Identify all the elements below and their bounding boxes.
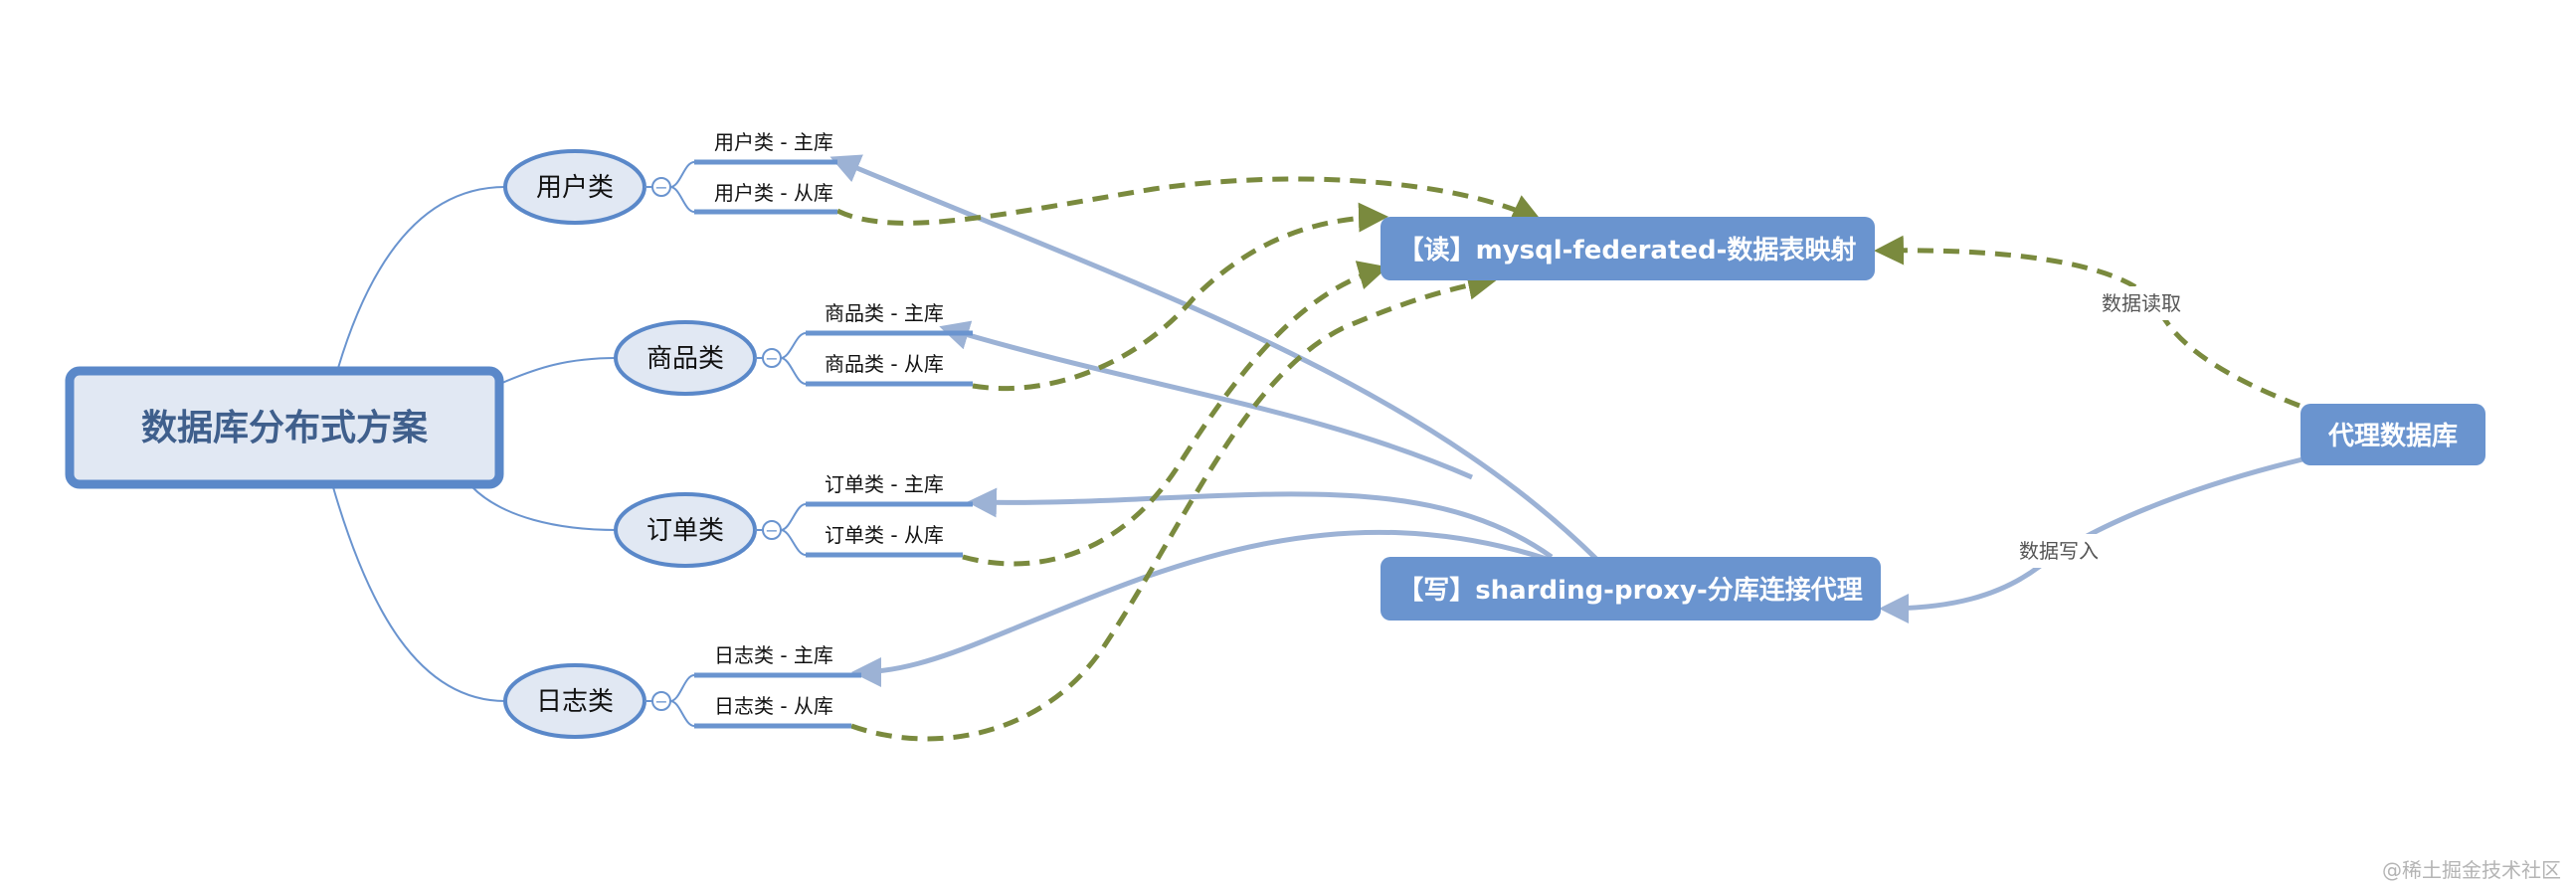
leaf-label-orders-slave: 订单类 - 从库	[825, 523, 944, 547]
root-connectors	[332, 186, 618, 702]
read-node-label: 【读】mysql-federated-数据表映射	[1398, 236, 1857, 266]
leaf-logs-slave[interactable]: 日志类 - 从库	[694, 694, 851, 729]
category-label-logs: 日志类	[536, 687, 614, 717]
leaf-label-logs-slave: 日志类 - 从库	[714, 694, 833, 718]
collapse-icon: −	[654, 178, 667, 197]
leaf-connectors-orders	[780, 503, 807, 556]
connector-root-products	[501, 357, 618, 384]
collapse-toggle-orders[interactable]: −	[755, 520, 782, 540]
leaf-label-logs-master: 日志类 - 主库	[714, 643, 833, 667]
category-orders[interactable]: 订单类	[614, 492, 757, 568]
collapse-icon: −	[765, 349, 778, 368]
collapse-toggle-users[interactable]: −	[644, 177, 671, 197]
collapse-toggle-logs[interactable]: −	[644, 691, 671, 711]
leaf-label-users-master: 用户类 - 主库	[714, 130, 833, 154]
leaf-connectors-logs	[669, 674, 695, 727]
collapse-toggle-products[interactable]: −	[755, 348, 782, 368]
collapse-icon: −	[765, 521, 778, 540]
write-arrow-products-master	[939, 320, 1474, 480]
write-arrow-orders-master	[967, 487, 1554, 560]
read-arrow-products-slave	[972, 202, 1388, 391]
leaf-label-users-slave: 用户类 - 从库	[714, 181, 833, 205]
read-arrow-orders-slave	[962, 261, 1388, 567]
category-label-products: 商品类	[646, 344, 724, 374]
proxy-node[interactable]: 代理数据库	[2300, 404, 2485, 465]
leaf-label-products-slave: 商品类 - 从库	[825, 352, 944, 376]
write-arrow-logs-master	[851, 529, 1548, 687]
read-arrow-proxy-to-federated	[1874, 235, 2300, 409]
category-products[interactable]: 商品类	[614, 320, 757, 396]
leaf-products-slave[interactable]: 商品类 - 从库	[806, 352, 973, 387]
connector-root-logs	[332, 486, 506, 702]
write-arrow-users-master	[829, 154, 1598, 561]
leaf-logs-master[interactable]: 日志类 - 主库	[694, 643, 861, 678]
write-node-label: 【写】sharding-proxy-分库连接代理	[1397, 576, 1863, 606]
edge-label-read: 数据读取	[2102, 291, 2181, 315]
edge-label-write: 数据写入	[2019, 539, 2099, 563]
leaf-orders-slave[interactable]: 订单类 - 从库	[806, 523, 963, 558]
category-label-orders: 订单类	[646, 516, 724, 546]
proxy-node-label: 代理数据库	[2327, 422, 2458, 451]
leaf-orders-master[interactable]: 订单类 - 主库	[806, 472, 973, 507]
read-node[interactable]: 【读】mysql-federated-数据表映射	[1380, 217, 1875, 280]
root-title: 数据库分布式方案	[141, 408, 429, 448]
leaf-label-products-master: 商品类 - 主库	[825, 301, 944, 325]
category-users[interactable]: 用户类	[503, 149, 646, 225]
connector-root-users	[337, 186, 506, 369]
leaf-label-orders-master: 订单类 - 主库	[825, 472, 944, 496]
category-label-users: 用户类	[536, 173, 614, 203]
leaf-connectors-products	[780, 332, 807, 385]
read-arrow-logs-slave	[850, 269, 1498, 742]
read-arrow-users-slave	[835, 176, 1543, 226]
collapse-icon: −	[654, 692, 667, 711]
root-node[interactable]: 数据库分布式方案	[65, 366, 504, 489]
leaf-users-slave[interactable]: 用户类 - 从库	[694, 181, 837, 215]
connector-root-orders	[471, 486, 618, 531]
leaf-connectors-users	[669, 161, 695, 213]
leaf-users-master[interactable]: 用户类 - 主库	[694, 130, 837, 165]
edge-labels: 数据读取 数据写入	[2014, 286, 2186, 568]
write-node[interactable]: 【写】sharding-proxy-分库连接代理	[1380, 557, 1881, 621]
leaf-products-master[interactable]: 商品类 - 主库	[806, 301, 973, 336]
watermark: @稀土掘金技术社区	[2382, 858, 2561, 882]
category-logs[interactable]: 日志类	[503, 663, 646, 739]
